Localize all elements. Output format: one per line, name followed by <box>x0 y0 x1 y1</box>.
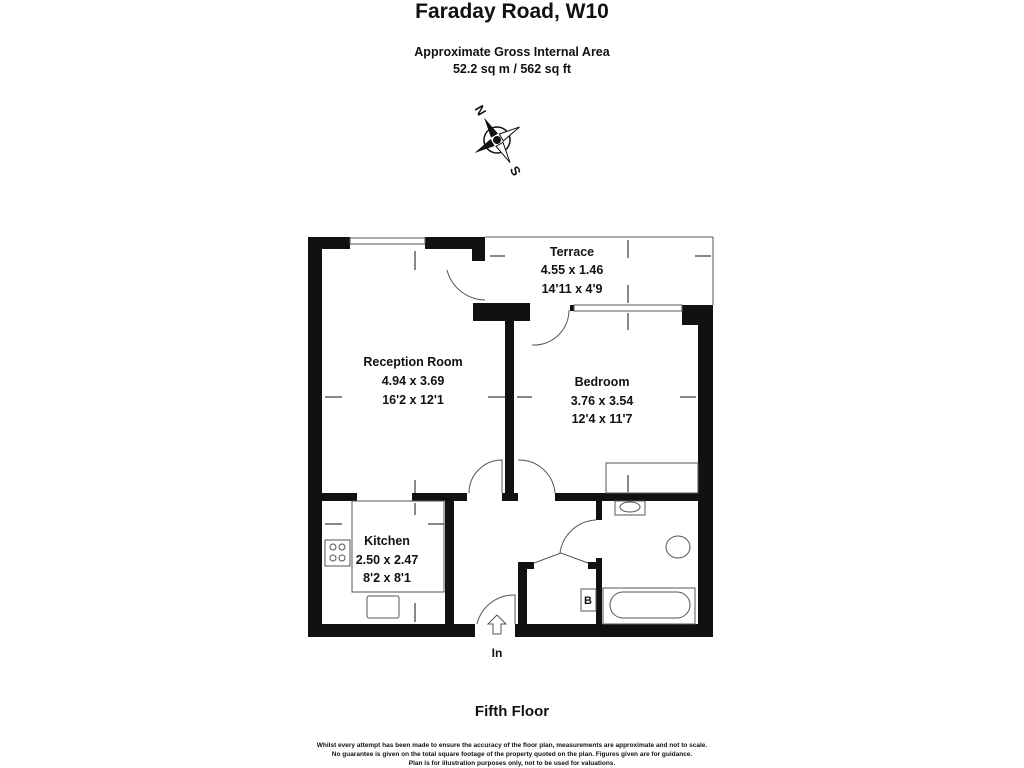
area-label: Approximate Gross Internal Area <box>414 45 610 59</box>
floor-name: Fifth Floor <box>474 703 550 720</box>
room-kitchen: Kitchen 2.50 x 2.47 8'2 x 8'1 <box>356 534 419 585</box>
room-imperial: 14'11 x 4'9 <box>542 282 603 296</box>
room-name: Terrace <box>550 245 594 259</box>
room-metric: 4.55 x 1.46 <box>541 263 604 277</box>
entrance-label: In <box>492 646 503 660</box>
room-name: Reception Room <box>363 355 462 369</box>
area-value: 52.2 sq m / 562 sq ft <box>452 62 572 76</box>
thin-lines <box>324 236 714 635</box>
room-imperial: 8'2 x 8'1 <box>363 571 411 585</box>
room-metric: 3.76 x 3.54 <box>571 394 634 408</box>
property-title: Faraday Road, W10 <box>415 0 609 23</box>
disclaimer-line: Plan is for illustration purposes only, … <box>408 760 616 767</box>
dimension-arrows <box>325 240 711 622</box>
disclaimer: Whilst every attempt has been made to en… <box>0 741 1024 768</box>
compass-south: S <box>507 163 524 178</box>
room-terrace: Terrace 4.55 x 1.46 14'11 x 4'9 <box>541 245 604 296</box>
room-name: Bedroom <box>575 375 630 389</box>
room-metric: 2.50 x 2.47 <box>356 553 419 567</box>
room-name: Kitchen <box>364 534 410 548</box>
boiler-label: B <box>584 595 592 607</box>
compass-north: N <box>472 102 490 118</box>
disclaimer-line: Whilst every attempt has been made to en… <box>316 742 708 749</box>
room-metric: 4.94 x 3.69 <box>382 374 445 388</box>
room-reception: Reception Room 4.94 x 3.69 16'2 x 12'1 <box>363 355 462 407</box>
disclaimer-line: No guarantee is given on the total squar… <box>331 751 693 758</box>
room-bedroom: Bedroom 3.76 x 3.54 12'4 x 11'7 <box>571 375 634 426</box>
walls <box>308 237 713 637</box>
room-imperial: 12'4 x 11'7 <box>572 412 633 426</box>
compass-icon: N S <box>472 102 525 178</box>
room-imperial: 16'2 x 12'1 <box>382 393 444 407</box>
